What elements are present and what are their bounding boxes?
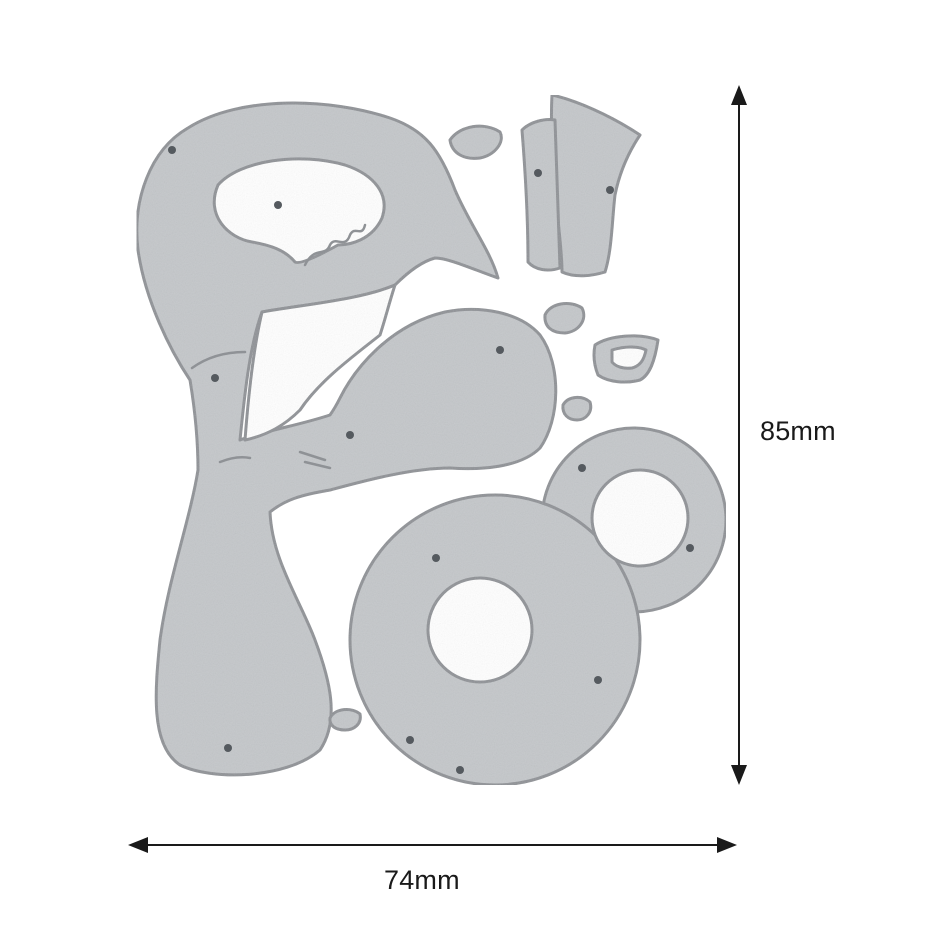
pin-hole xyxy=(346,431,354,439)
die-arm-cutout xyxy=(243,283,397,442)
pin-hole xyxy=(496,346,504,354)
die-leaf-middle xyxy=(543,302,586,335)
die-leaf-bottom xyxy=(328,708,362,732)
pin-hole xyxy=(534,169,542,177)
die-leaf-small xyxy=(561,396,593,422)
finger-line xyxy=(298,450,327,462)
die-flag-piece xyxy=(549,93,642,278)
die-large-ring-hole xyxy=(426,576,534,684)
pin-hole xyxy=(168,146,176,154)
pin-hole xyxy=(456,766,464,774)
die-leaf-top xyxy=(448,124,503,160)
die-cup-slot xyxy=(610,345,648,370)
width-dimension-label: 74mm xyxy=(384,865,460,895)
die-small-ring-hole xyxy=(590,468,690,568)
collar-line xyxy=(190,350,247,370)
finger-line xyxy=(303,460,332,470)
pin-hole xyxy=(686,544,694,552)
pin-hole xyxy=(578,464,586,472)
die-face-cutout xyxy=(212,157,386,265)
pin-hole xyxy=(406,736,414,744)
mouth-line xyxy=(303,223,367,267)
die-flag-inner xyxy=(520,118,562,272)
height-dimension-label: 85mm xyxy=(760,416,836,446)
pin-hole xyxy=(594,676,602,684)
die-large-figure xyxy=(135,101,558,777)
hand-line xyxy=(218,455,252,464)
pin-hole xyxy=(224,744,232,752)
pin-hole xyxy=(432,554,440,562)
pin-hole xyxy=(606,186,614,194)
pin-hole xyxy=(211,374,219,382)
pin-hole xyxy=(274,201,282,209)
